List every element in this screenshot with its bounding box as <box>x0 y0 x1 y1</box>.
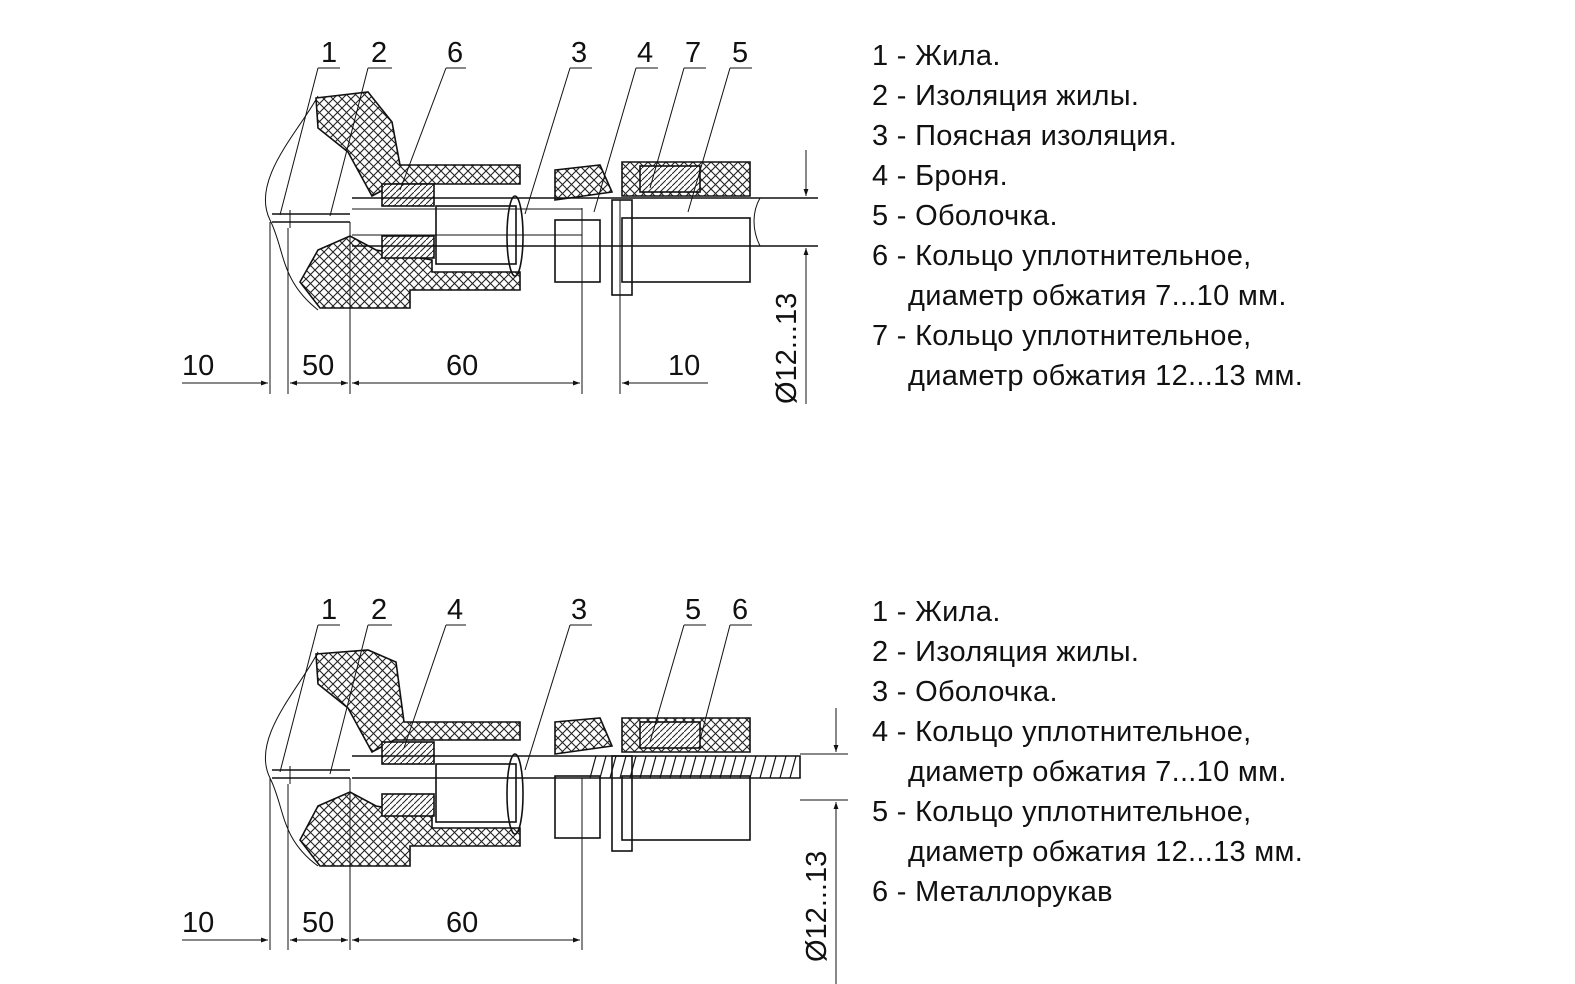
diameter-label: Ø12...13 <box>801 851 833 962</box>
dimension-label: 60 <box>446 350 478 382</box>
callout-label: 2 <box>371 594 387 626</box>
legend-item: 5 - Оболочка. <box>872 200 1058 232</box>
diameter-label: Ø12...13 <box>771 293 803 404</box>
dimensions-bottom: 10 50 60 Ø12...13 <box>182 851 833 962</box>
callouts-bottom: 1 2 4 3 5 6 <box>321 594 748 626</box>
legend-item: 4 - Броня. <box>872 160 1008 192</box>
legend-item-continuation: диаметр обжатия 12...13 мм. <box>908 836 1304 868</box>
callout-label: 4 <box>447 594 463 626</box>
callout-label: 5 <box>685 594 701 626</box>
callout-label: 6 <box>732 594 748 626</box>
legend-item: 1 - Жила. <box>872 40 1001 72</box>
callout-label: 2 <box>371 37 387 69</box>
callout-label: 6 <box>447 37 463 69</box>
dimension-label: 50 <box>302 350 334 382</box>
dimension-label: 50 <box>302 907 334 939</box>
legend-item: 3 - Поясная изоляция. <box>872 120 1178 152</box>
callout-label: 3 <box>571 594 587 626</box>
assembly-drawing-armored-cable <box>182 67 818 404</box>
assembly-drawing-metal-hose <box>182 624 848 984</box>
callout-label: 1 <box>321 594 337 626</box>
dimension-label: 10 <box>668 350 700 382</box>
callouts-top: 1 2 6 3 4 7 5 <box>321 37 748 69</box>
dimension-label: 10 <box>182 350 214 382</box>
legend-item: 5 - Кольцо уплотнительное, <box>872 796 1252 828</box>
legend-top: 1 - Жила. 2 - Изоляция жилы. 3 - Поясная… <box>872 36 1303 396</box>
legend-item: 6 - Кольцо уплотнительное, <box>872 240 1252 272</box>
legend-item: 1 - Жила. <box>872 596 1001 628</box>
legend-item-continuation: диаметр обжатия 12...13 мм. <box>908 360 1304 392</box>
legend-item: 2 - Изоляция жилы. <box>872 636 1140 668</box>
legend-bottom: 1 - Жила. 2 - Изоляция жилы. 3 - Оболочк… <box>872 592 1303 912</box>
legend-item: 6 - Металлорукав <box>872 876 1113 908</box>
legend-item: 4 - Кольцо уплотнительное, <box>872 716 1252 748</box>
callout-label: 3 <box>571 37 587 69</box>
dimensions-top: 10 50 60 10 Ø12...13 <box>182 293 803 404</box>
callout-label: 7 <box>685 37 701 69</box>
callout-label: 1 <box>321 37 337 69</box>
callout-label: 5 <box>732 37 748 69</box>
legend-item-continuation: диаметр обжатия 7...10 мм. <box>908 280 1287 312</box>
dimension-label: 60 <box>446 907 478 939</box>
legend-item: 3 - Оболочка. <box>872 676 1058 708</box>
legend-item: 7 - Кольцо уплотнительное, <box>872 320 1252 352</box>
callout-label: 4 <box>637 37 653 69</box>
dimension-label: 10 <box>182 907 214 939</box>
legend-item-continuation: диаметр обжатия 7...10 мм. <box>908 756 1287 788</box>
legend-item: 2 - Изоляция жилы. <box>872 80 1140 112</box>
